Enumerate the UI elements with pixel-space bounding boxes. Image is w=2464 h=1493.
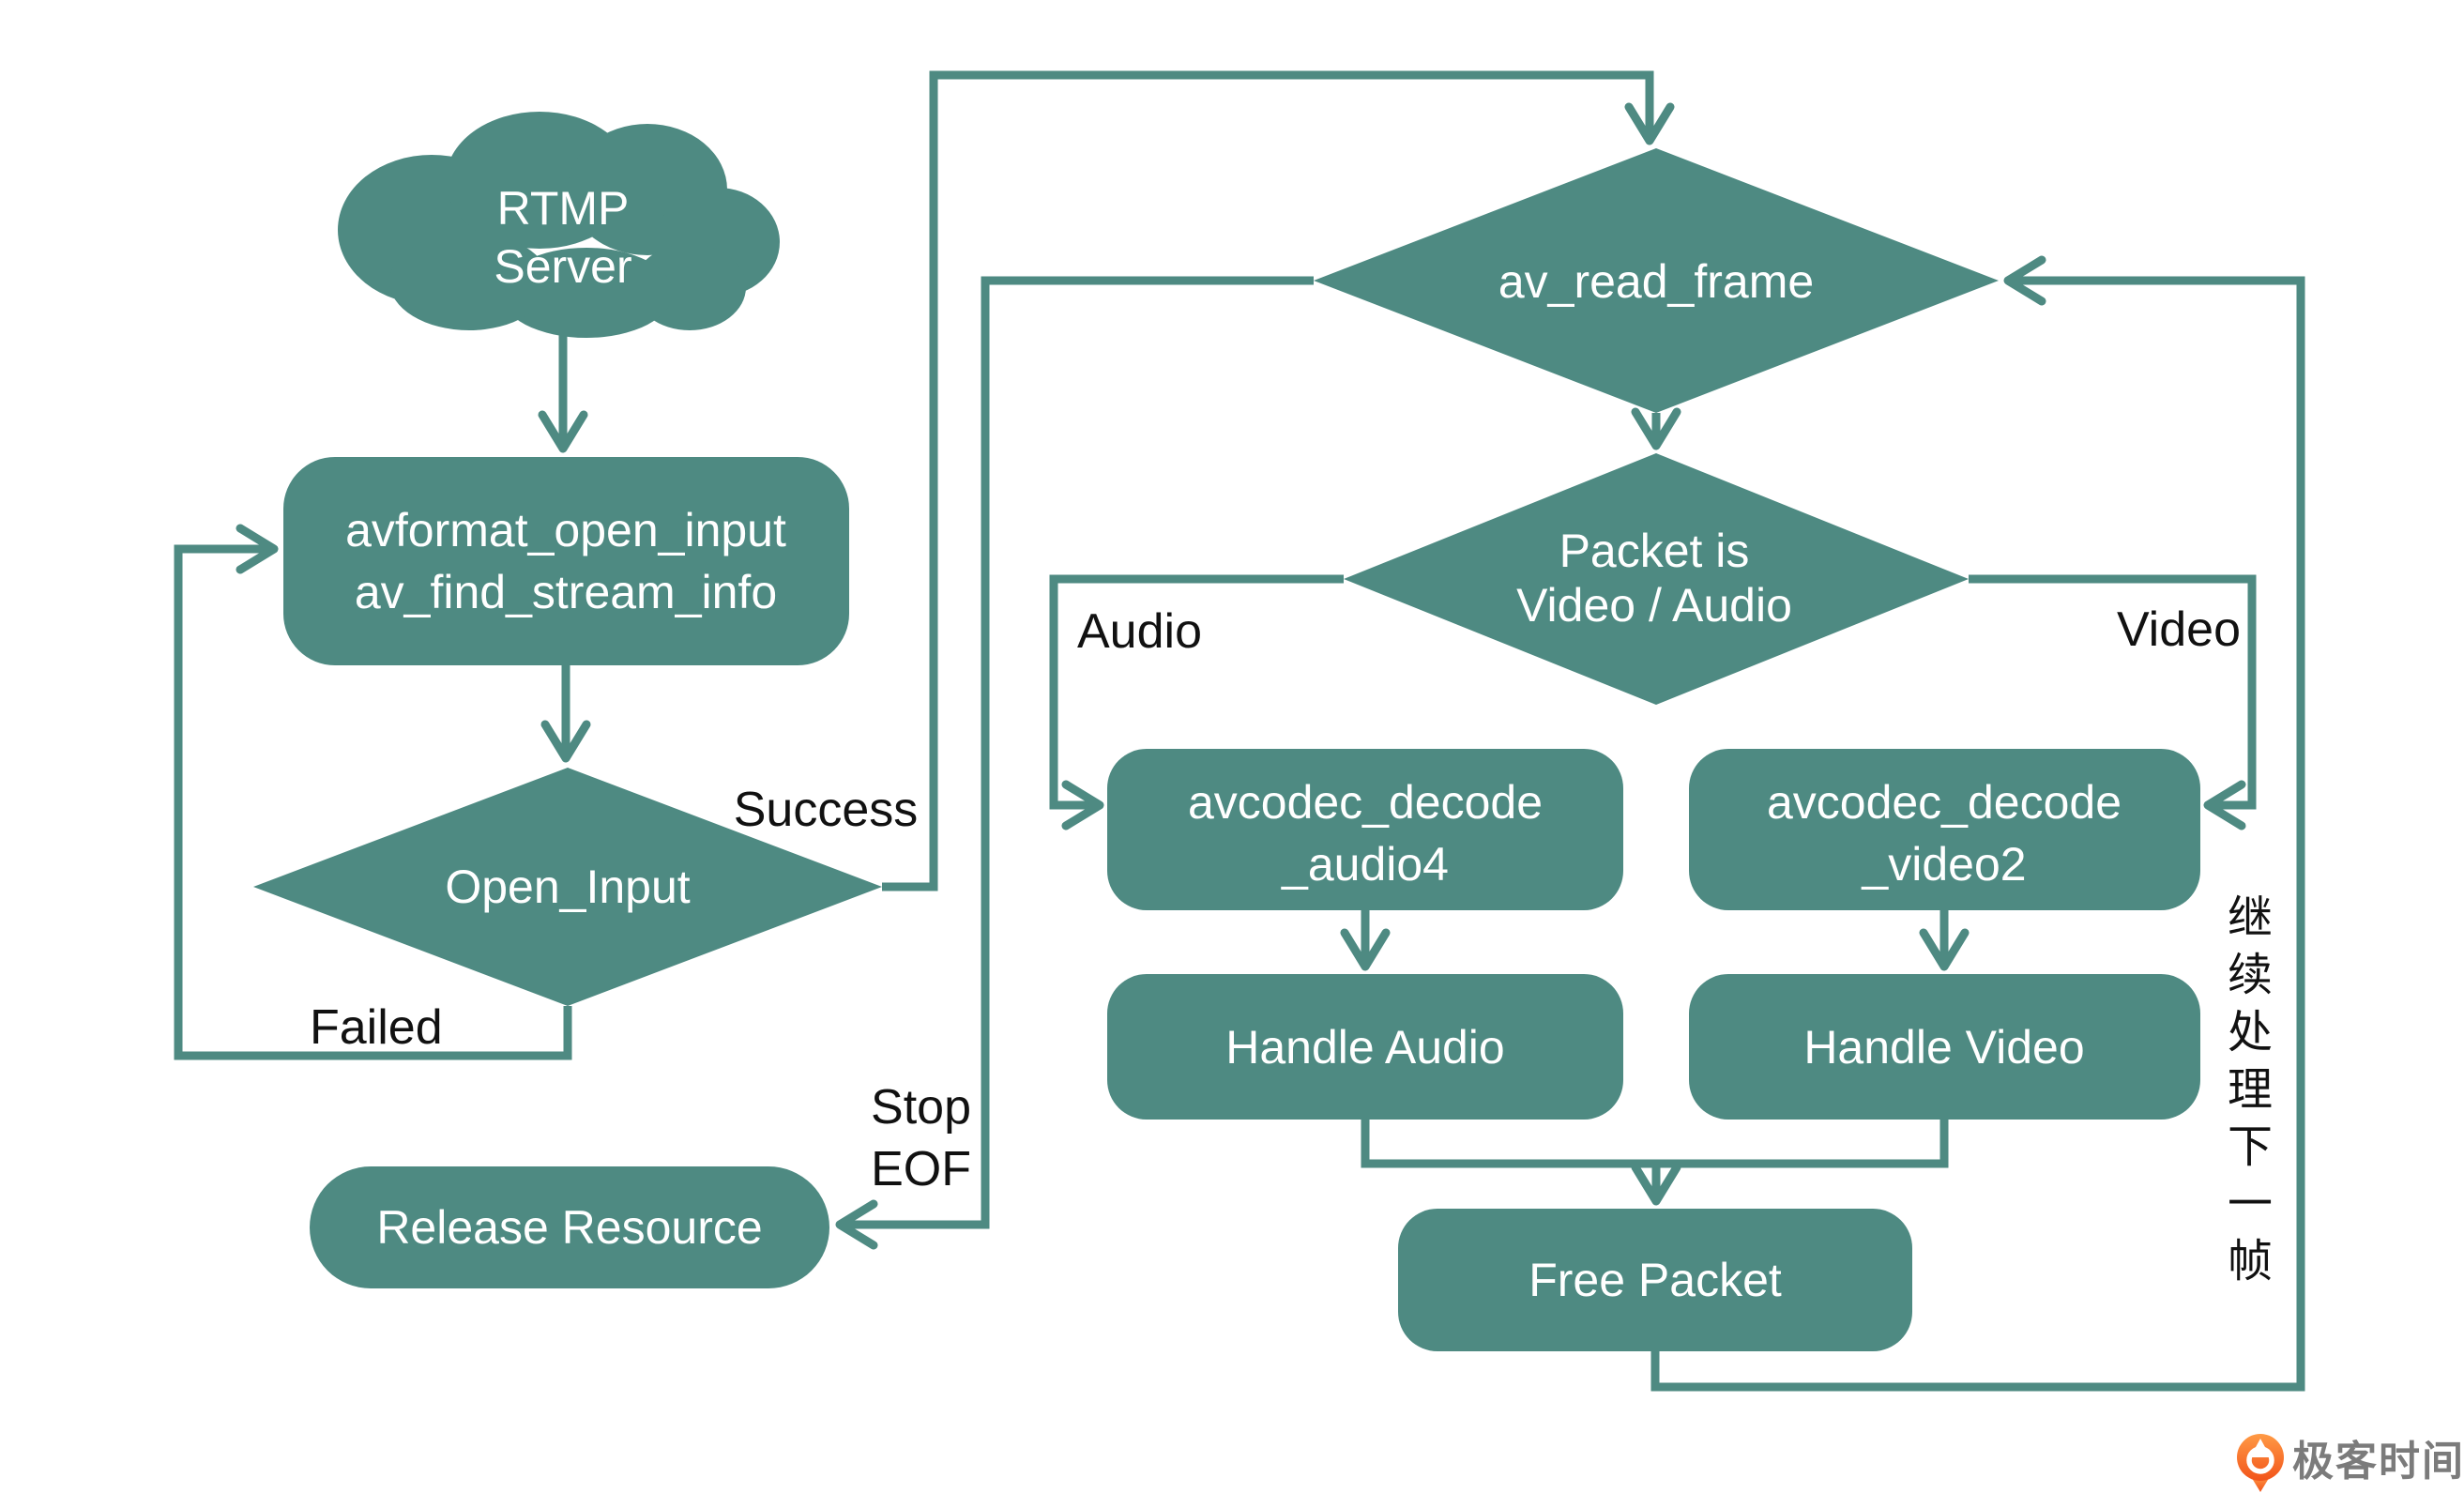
release-resource-label: Release Resource bbox=[376, 1201, 762, 1254]
decode-video-label-line2: _video2 bbox=[1861, 838, 2026, 891]
handle-audio-label: Handle Audio bbox=[1225, 1021, 1504, 1074]
decode-audio-label-line2: _audio4 bbox=[1281, 838, 1449, 891]
release-resource-pill: Release Resource bbox=[310, 1166, 829, 1288]
continue-loop-path bbox=[1650, 255, 2305, 1392]
geektime-logo-icon bbox=[2237, 1434, 2284, 1492]
decode-audio-label-line1: avcodec_decode bbox=[1188, 776, 1543, 829]
eof-label: EOF bbox=[871, 1142, 971, 1196]
open-input-box-label-line1: avformat_open_input bbox=[345, 504, 786, 556]
open-input-diamond-label: Open_Input bbox=[445, 861, 690, 913]
open-input-diamond: Open_Input bbox=[253, 768, 882, 1006]
open-input-box: avformat_open_input av_find_stream_info bbox=[283, 457, 849, 665]
geektime-logo: 极客时间 bbox=[2237, 1434, 2464, 1492]
merge-path bbox=[1361, 1120, 1949, 1168]
video-path bbox=[1969, 574, 2257, 830]
failed-loop-path bbox=[174, 524, 572, 1060]
read-frame-diamond-label: av_read_frame bbox=[1498, 255, 1814, 308]
packet-diamond-label-line2: Video / Audio bbox=[1516, 579, 1792, 632]
continue-next-frame-label: 继续处理下一帧 bbox=[2220, 893, 2270, 1294]
free-packet-label: Free Packet bbox=[1529, 1254, 1782, 1306]
handle-video-box: Handle Video bbox=[1689, 974, 2200, 1120]
decode-video-label-line1: avcodec_decode bbox=[1767, 776, 2122, 829]
read-frame-diamond: av_read_frame bbox=[1314, 148, 1999, 413]
open-input-box-label-line2: av_find_stream_info bbox=[355, 566, 777, 618]
packet-diamond: Packet is Video / Audio bbox=[1344, 453, 1969, 705]
audio-label: Audio bbox=[1077, 604, 1202, 659]
success-path bbox=[882, 70, 1675, 891]
audio-path bbox=[1049, 574, 1344, 830]
failed-label: Failed bbox=[310, 1000, 443, 1055]
handle-video-label: Handle Video bbox=[1803, 1021, 2084, 1074]
cloud-label-line2: Server bbox=[494, 240, 631, 293]
packet-diamond-label-line1: Packet is bbox=[1559, 525, 1750, 577]
geektime-logo-text: 极客时间 bbox=[2292, 1439, 2464, 1485]
decode-audio-box: avcodec_decode _audio4 bbox=[1107, 749, 1623, 910]
handle-audio-box: Handle Audio bbox=[1107, 974, 1623, 1120]
stop-label: Stop bbox=[871, 1080, 971, 1135]
free-packet-box: Free Packet bbox=[1398, 1209, 1912, 1351]
cloud-rtmp-server: RTMP Server bbox=[338, 112, 780, 338]
decode-video-box: avcodec_decode _video2 bbox=[1689, 749, 2200, 910]
success-label: Success bbox=[734, 783, 919, 837]
cloud-label-line1: RTMP bbox=[497, 182, 630, 235]
stop-eof-path bbox=[835, 276, 1314, 1250]
video-label: Video bbox=[2117, 602, 2241, 657]
